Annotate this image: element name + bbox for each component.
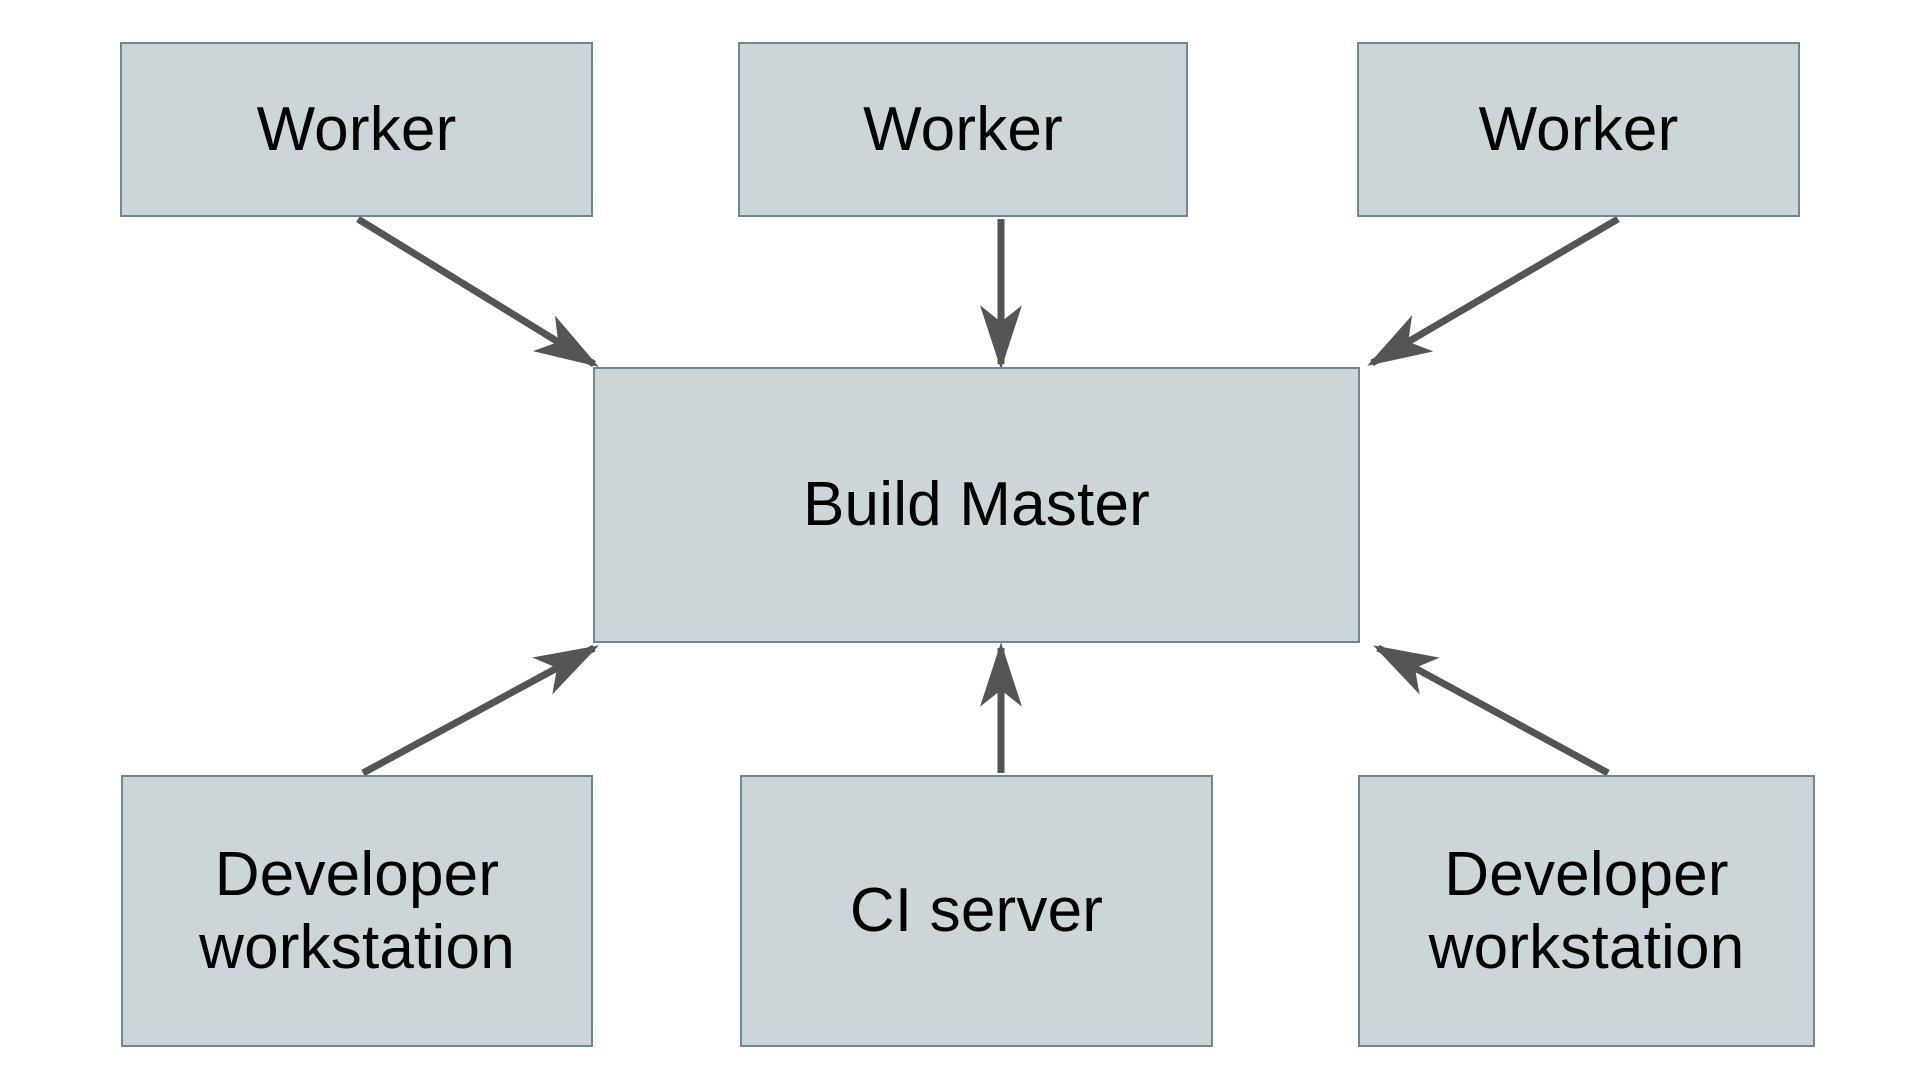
node-developer-workstation-left[interactable]: Developer workstation [121, 775, 593, 1047]
node-developer-workstation-right[interactable]: Developer workstation [1358, 775, 1815, 1047]
node-build-master[interactable]: Build Master [593, 367, 1360, 643]
node-worker-1[interactable]: Worker [120, 42, 593, 217]
node-worker-3-label: Worker [1478, 94, 1679, 164]
node-worker-2[interactable]: Worker [738, 42, 1188, 217]
node-ci-server-label: CI server [849, 876, 1104, 946]
node-worker-2-label: Worker [863, 94, 1063, 164]
node-worker-1-label: Worker [256, 94, 457, 164]
edge-worker-3-to-build-master [1367, 215, 1620, 367]
edge-dev-workstation-right-to-build-master [1373, 644, 1610, 777]
node-build-master-label: Build Master [803, 470, 1150, 540]
edge-worker-1-to-build-master [356, 216, 599, 367]
node-developer-workstation-left-label: Developer workstation [199, 839, 515, 982]
node-worker-3[interactable]: Worker [1357, 42, 1800, 217]
node-developer-workstation-right-label: Developer workstation [1428, 839, 1745, 982]
node-ci-server[interactable]: CI server [740, 775, 1213, 1047]
edge-dev-workstation-left-to-build-master [361, 644, 599, 777]
